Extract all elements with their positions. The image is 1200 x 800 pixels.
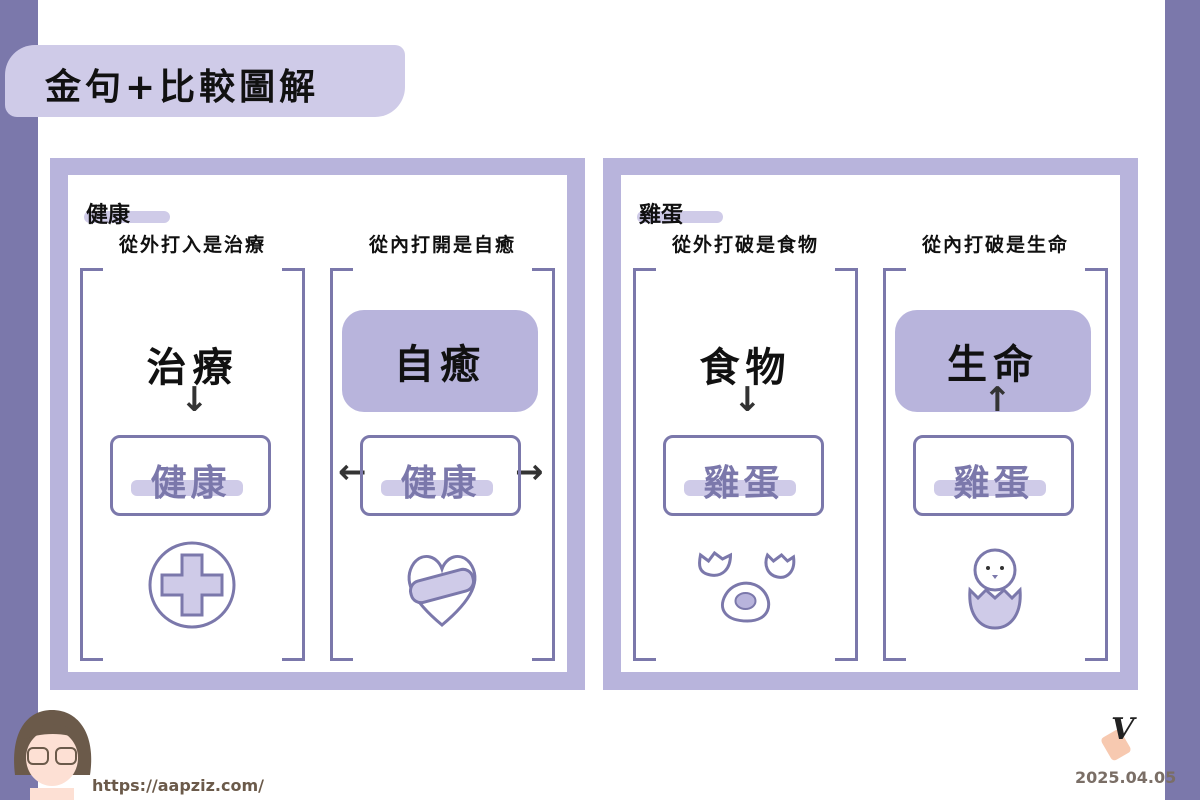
title-banner [5,45,405,117]
panel-title: 健康 [86,203,131,228]
bottom-word: 健康 [400,463,481,504]
bottom-word: 雞蛋 [953,463,1034,504]
bottom-word-box: 健康 [110,435,271,516]
column-subtitle: 從內打開是自癒 [368,234,516,256]
bandaged-heart-icon [407,554,477,627]
left-sidebar-stripe [0,0,38,800]
top-word: 食物 [699,345,792,391]
right-sidebar-stripe [1165,0,1200,800]
bottom-word-box: 健康 [360,435,521,516]
column-subtitle: 從外打破是食物 [671,234,819,256]
bottom-word-box: 雞蛋 [663,435,824,516]
cracked-egg-icon [698,550,796,623]
medical-cross-icon [148,541,236,629]
arrow-up-icon: ↑ [983,380,1012,420]
column-subtitle: 從內打破是生命 [921,234,1069,256]
bottom-word: 雞蛋 [703,463,784,504]
column-subtitle: 從外打入是治療 [118,234,266,256]
health-panel: 健康 從外打入是治療 治療 ↓ 健康 從內打開是自癒 自癒 ← → 健康 [50,158,585,690]
bottom-word: 健康 [150,463,231,504]
bottom-word-box: 雞蛋 [913,435,1074,516]
treatment-column: 從外打入是治療 治療 ↓ 健康 [80,230,305,661]
food-column: 從外打破是食物 食物 ↓ 雞蛋 [633,230,858,661]
website-link[interactable]: https://aapziz.com/ [92,776,264,795]
highlight-pill: 生命 [895,310,1091,412]
highlight-pill: 自癒 [342,310,538,412]
date-label: 2025.04.05 [1075,768,1177,787]
page-title: 金句+比較圖解 [45,67,320,108]
top-word: 自癒 [394,342,486,388]
top-word: 治療 [146,345,239,391]
self-healing-column: 從內打開是自癒 自癒 ← → 健康 [330,230,555,661]
hatching-chick-icon [968,548,1022,630]
brand-logo: V [1099,712,1143,762]
life-column: 從內打破是生命 生命 ↑ 雞蛋 [883,230,1108,661]
arrow-down-icon: ↓ [180,380,209,420]
arrow-down-icon: ↓ [733,380,762,420]
top-word: 生命 [947,342,1039,388]
author-avatar [14,710,92,800]
egg-panel: 雞蛋 從外打破是食物 食物 ↓ 雞蛋 從內打破是生命 生命 ↑ 雞蛋 [603,158,1138,690]
panel-title: 雞蛋 [639,203,684,228]
